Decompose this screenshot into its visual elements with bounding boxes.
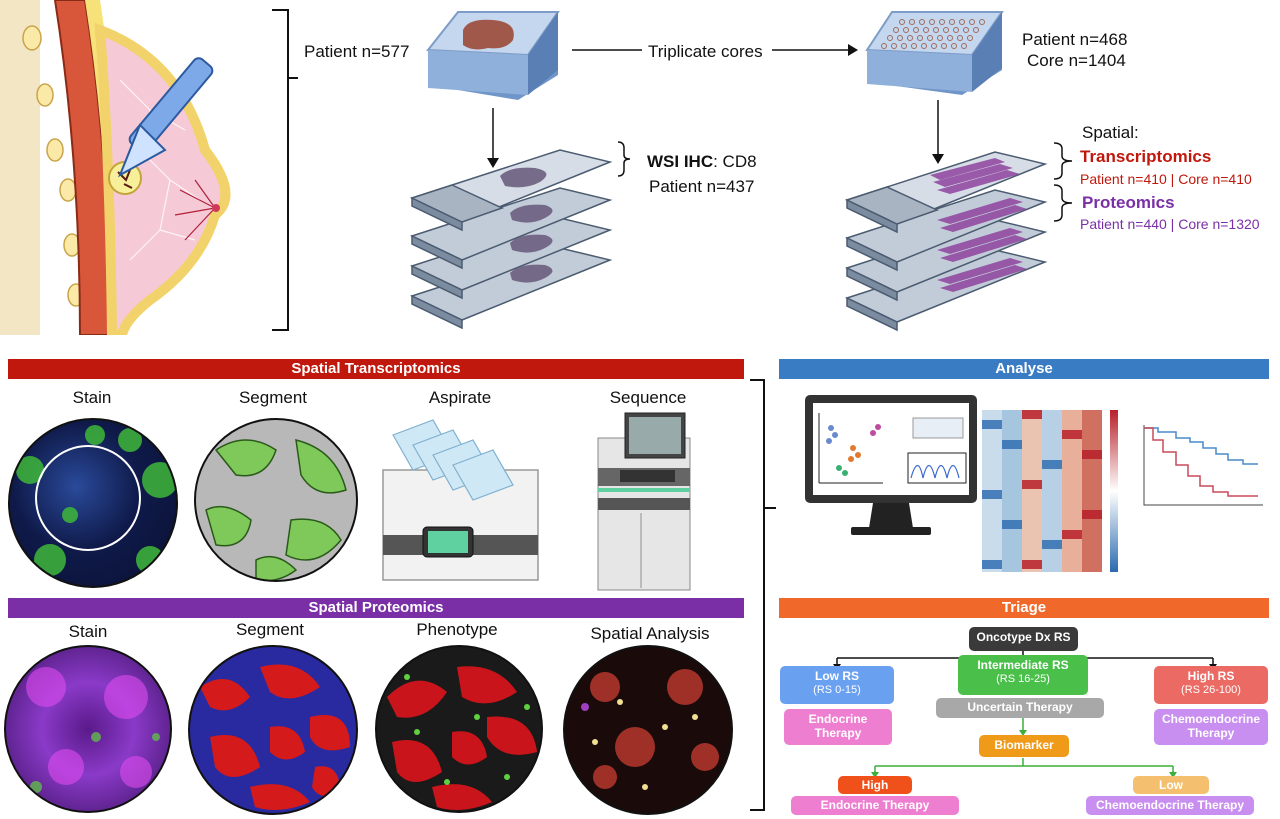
uncertain-therapy-label: Uncertain Therapy [967,700,1073,714]
sp-phenotype-image [375,645,543,813]
tma-slide-stack [845,151,1048,332]
wsi-slide-stack [410,149,613,330]
biomarker-label: Biomarker [994,738,1054,752]
chemoendocrine-therapy-line2: Therapy [1187,726,1235,740]
low-rs-label: Low RS [815,669,859,683]
survival-curve-icon [1143,425,1263,506]
st-stain-image [8,418,178,588]
monitor-icon [805,395,977,535]
intermediate-rs-label: Intermediate RS [977,658,1069,672]
st-step-sequence: Sequence [609,388,687,407]
triage-bar: Triage [779,598,1269,618]
patient-total-label: Patient n=577 [304,42,410,61]
high-rs-range: (RS 26-100) [1181,684,1241,696]
biomarker-box: Biomarker [979,735,1069,757]
high-rs-box: High RS(RS 26-100) [1154,666,1268,704]
oncotype-dx-label: Oncotype Dx RS [976,630,1071,644]
final-chemoendocrine-therapy-box: Chemoendocrine Therapy [1086,796,1254,815]
biomarker-low-box: Low [1133,776,1209,794]
proteomics-count: Patient n=440 | Core n=1320 [1080,216,1260,232]
final-endocrine-therapy-label: Endocrine Therapy [820,798,930,812]
tissue-block-icon [426,11,560,100]
tma-block-icon [865,11,1004,95]
chemoendocrine-therapy-line1: Chemoendocrine [1161,712,1260,726]
st-segment-image [194,418,358,582]
analysis-bracket [750,379,776,811]
sp-step-segment: Segment [235,620,305,639]
arrow-tma-to-slides [932,100,944,164]
sequencer-instrument-icon [597,412,691,591]
cohort-bracket [272,9,298,331]
sp-step-phenotype: Phenotype [416,620,498,639]
low-rs-box: Low RS(RS 0-15) [780,666,894,704]
wsi-ihc-bold: WSI IHC [647,152,714,171]
arrow-to-tma [572,44,858,56]
biomarker-low-label: Low [1159,778,1183,792]
sp-segment-image [188,645,358,815]
spatial-proteomics-bar: Spatial Proteomics [8,598,744,618]
transcriptomics-count: Patient n=410 | Core n=410 [1080,171,1252,187]
sp-spatial-analysis-image [563,645,733,815]
st-step-segment: Segment [238,388,308,407]
wsi-ihc-marker: : CD8 [713,152,757,171]
proteomics-brace [1053,184,1073,222]
endocrine-therapy-line1: Endocrine [808,712,868,726]
st-step-aspirate: Aspirate [428,388,492,407]
heatmap-icon [982,410,1118,572]
spatial-transcriptomics-bar: Spatial Transcriptomics [8,359,744,379]
sp-stain-image [4,645,172,813]
breast-tissue-illustration [0,0,231,335]
aspirate-instrument-icon [382,419,539,581]
oncotype-dx-box: Oncotype Dx RS [969,627,1078,651]
tma-core-label: Core n=1404 [1027,51,1126,70]
tma-patient-label: Patient n=468 [1022,30,1128,49]
sp-step-stain: Stain [68,622,108,641]
uncertain-therapy-box: Uncertain Therapy [936,698,1104,718]
proteomics-label: Proteomics [1082,193,1175,212]
final-endocrine-therapy-box: Endocrine Therapy [791,796,959,815]
arrow-block-to-wsi [487,108,499,168]
wsi-brace [617,141,631,177]
intermediate-rs-range: (RS 16-25) [996,673,1050,685]
wsi-patient-label: Patient n=437 [649,177,755,196]
sp-step-spatial-analysis: Spatial Analysis [590,624,710,643]
high-rs-label: High RS [1187,669,1235,683]
transcriptomics-label: Transcriptomics [1080,147,1212,166]
triplicate-cores-label: Triplicate cores [648,42,763,61]
endocrine-therapy-line2: Therapy [814,726,862,740]
st-step-stain: Stain [72,388,112,407]
intermediate-rs-box: Intermediate RS(RS 16-25) [958,655,1088,695]
low-rs-range: (RS 0-15) [813,684,861,696]
analyse-bar: Analyse [779,359,1269,379]
biomarker-high-label: High [861,778,889,792]
wsi-ihc-label: WSI IHC: CD8 [647,152,757,172]
transcriptomics-brace [1053,142,1073,180]
final-chemoendocrine-therapy-label: Chemoendocrine Therapy [1095,798,1245,812]
spatial-label: Spatial: [1082,123,1139,142]
biomarker-high-box: High [838,776,912,794]
